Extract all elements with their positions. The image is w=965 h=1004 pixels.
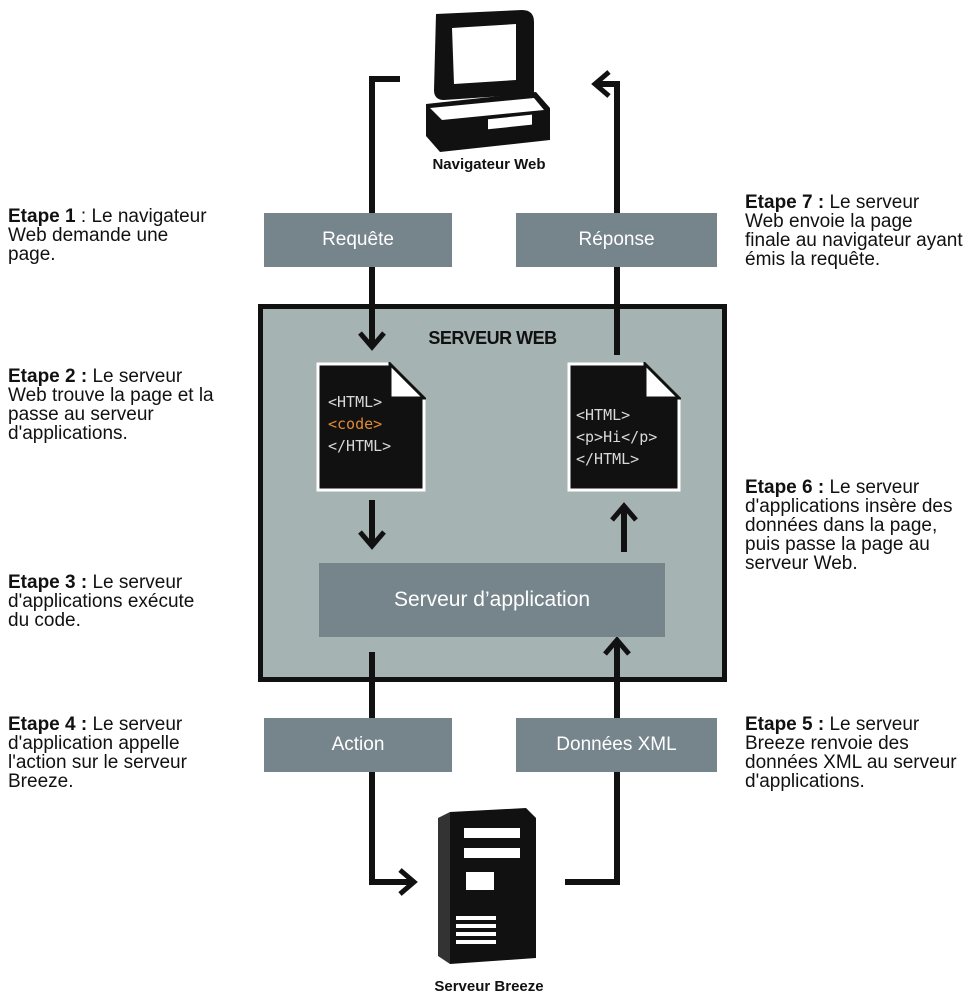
step-3: Etape 3 : Le serveur d'applications exéc…	[8, 573, 220, 630]
step-3-text: Le serveur d'applications exécute du cod…	[8, 572, 195, 631]
step-2-title: Etape 2 :	[8, 366, 88, 387]
app-server-bar: Serveur d’application	[319, 563, 665, 637]
doc-left-line-3: </HTML>	[328, 437, 392, 455]
request-line	[369, 76, 400, 345]
step-7-title: Etape 7 :	[745, 192, 825, 213]
doc-right-line-2: <p>Hi</p>	[576, 428, 658, 446]
step-2-text: Le serveur Web trouve la page et la pass…	[8, 366, 214, 444]
doc-right-line-1: <HTML>	[576, 406, 631, 424]
html-code-document-text: <HTML> <code> </HTML>	[328, 391, 391, 457]
doc-right-line-3: </HTML>	[576, 450, 640, 468]
action-arrowhead	[398, 868, 418, 896]
doc-left-line-1: <HTML>	[328, 393, 383, 411]
step-1: Etape 1 : Le navigateur Web demande une …	[8, 207, 218, 264]
doc-left-line-2: <code>	[328, 415, 383, 433]
response-bar: Réponse	[516, 213, 717, 267]
step-4-title: Etape 4 :	[8, 714, 88, 735]
step-3-title: Etape 3 :	[8, 572, 88, 593]
step-2: Etape 2 : Le serveur Web trouve la page …	[8, 367, 223, 443]
server-breeze-label: Serveur Breeze	[434, 978, 544, 995]
step-6-text: Le serveur d'applications insère des don…	[745, 477, 953, 574]
server-tower-icon	[438, 808, 536, 964]
app-to-doc-arrowhead	[610, 502, 638, 522]
doc-to-app-arrowhead	[358, 530, 386, 550]
response-arrowhead	[591, 70, 611, 98]
computer-icon	[426, 10, 550, 152]
step-4-text: Le serveur d'application appelle l'actio…	[8, 714, 187, 792]
step-1-text: Le navigateur Web demande une page.	[8, 206, 207, 265]
xml-arrowhead	[603, 636, 631, 656]
step-4: Etape 4 : Le serveur d'application appel…	[8, 715, 223, 791]
computer-label: Navigateur Web	[432, 156, 546, 173]
step-6-title: Etape 6 :	[745, 477, 825, 498]
step-5-text: Le serveur Breeze renvoie des données XM…	[745, 714, 957, 792]
step-7-text: Le serveur Web envoie la page finale au …	[745, 192, 963, 270]
html-page-document-icon	[567, 362, 681, 492]
request-bar: Requête	[264, 213, 452, 267]
xml-data-bar: Données XML	[516, 718, 717, 772]
step-1-title: Etape 1	[8, 206, 76, 227]
step-7: Etape 7 : Le serveur Web envoie la page …	[745, 193, 963, 269]
step-5-title: Etape 5 :	[745, 714, 825, 735]
request-arrowhead	[358, 331, 386, 351]
action-bar: Action	[264, 718, 452, 772]
step-5: Etape 5 : Le serveur Breeze renvoie des …	[745, 715, 963, 791]
step-6: Etape 6 : Le serveur d'applications insè…	[745, 478, 960, 573]
html-code-document-icon	[316, 362, 426, 492]
step-1-separator: :	[75, 206, 92, 227]
web-server-title: SERVEUR WEB	[428, 328, 557, 348]
html-page-document-text: <HTML> <p>Hi</p> </HTML>	[576, 404, 657, 470]
